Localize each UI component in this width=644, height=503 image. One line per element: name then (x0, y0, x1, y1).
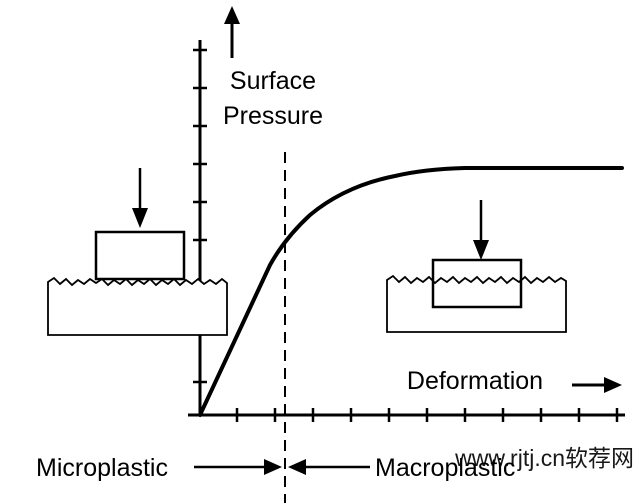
macroplastic-arrow-head (288, 459, 306, 475)
macroplastic-arrow (288, 459, 370, 475)
rough-surface-left (47, 276, 228, 336)
y-axis-label-line1: Surface (230, 67, 316, 95)
microplastic-label: Microplastic (36, 454, 168, 482)
y-axis-arrow (224, 6, 240, 58)
contact-block-right (431, 258, 523, 309)
x-axis (188, 408, 625, 422)
y-axis-label-line2: Pressure (223, 102, 323, 130)
macroplastic-label: Macroplastic (375, 454, 515, 482)
microplastic-illustration (47, 168, 228, 336)
y-arrow-head (224, 6, 240, 24)
pressure-deformation-curve (198, 166, 624, 417)
microplastic-arrow-head (264, 459, 282, 475)
contact-block-left (94, 230, 186, 281)
x-arrow-head (604, 377, 622, 393)
y-axis-ticks (193, 48, 207, 384)
load-arrow-head-left (132, 208, 148, 228)
x-axis-label: Deformation (407, 367, 543, 395)
load-arrow-head-right (473, 240, 489, 260)
watermark-text: www.rjtj.cn软荐网 (454, 445, 634, 471)
macroplastic-illustration (386, 200, 567, 333)
microplastic-arrow (194, 459, 282, 475)
rough-surface-right (386, 274, 567, 333)
x-axis-arrow (572, 377, 622, 393)
x-axis-ticks (235, 408, 619, 422)
y-axis (193, 40, 207, 415)
